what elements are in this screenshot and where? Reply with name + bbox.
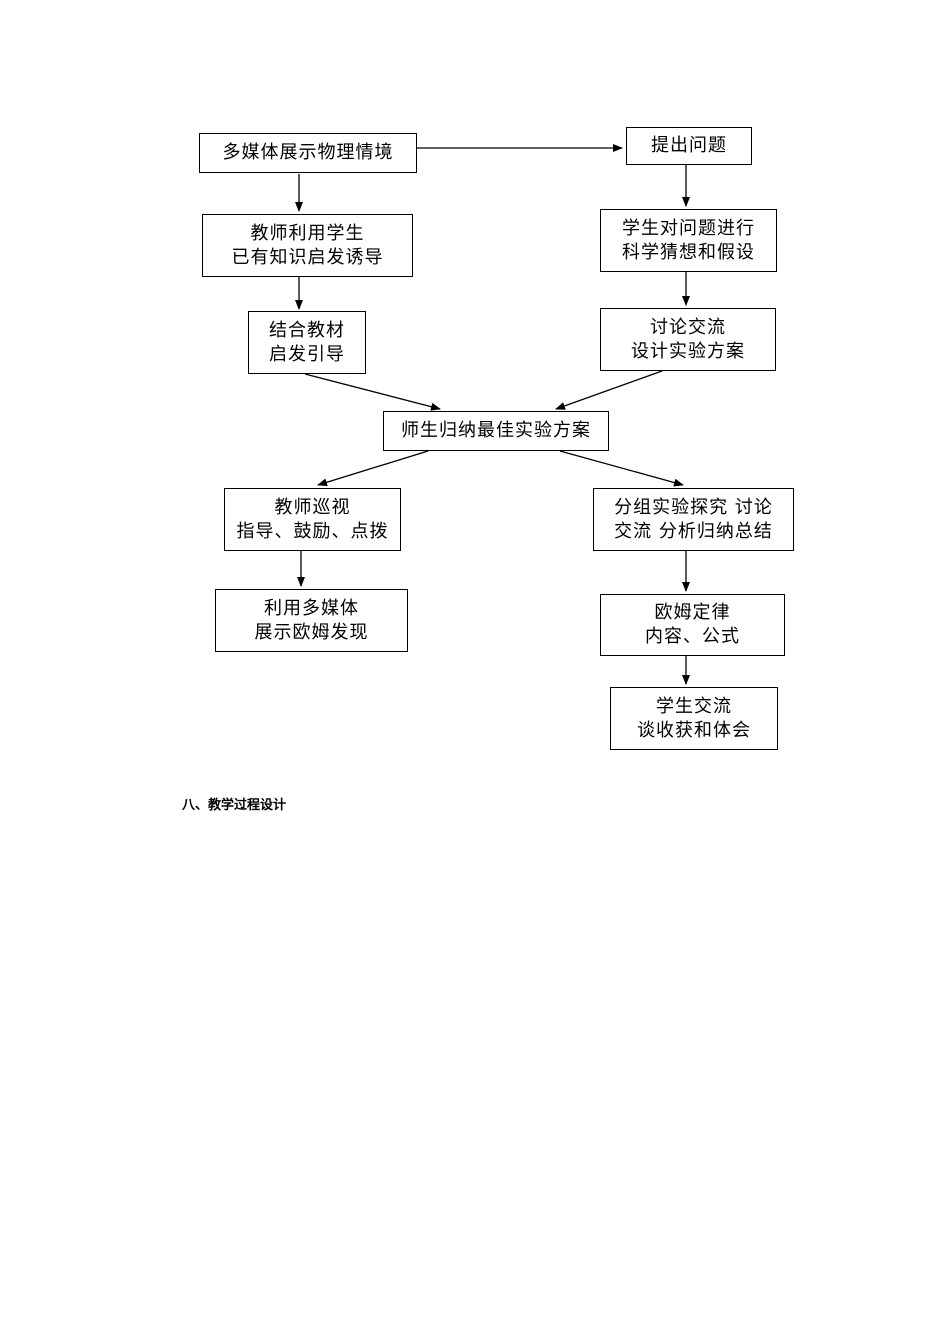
node-label-line: 多媒体展示物理情境 xyxy=(222,142,394,163)
node-label-line: 学生交流 xyxy=(656,695,732,717)
node-label-line: 学生对问题进行 xyxy=(622,217,755,239)
node-discuss-design: 讨论交流 设计实验方案 xyxy=(600,308,776,371)
node-label-line: 已有知识启发诱导 xyxy=(231,246,384,268)
node-label-line: 指导、鼓励、点拨 xyxy=(236,520,389,542)
node-textbook: 结合教材 启发引导 xyxy=(248,311,366,374)
node-label-line: 展示欧姆发现 xyxy=(254,621,369,643)
node-label-line: 分组实验探究 讨论 xyxy=(614,496,773,518)
node-question: 提出问题 xyxy=(626,127,752,165)
node-student-share: 学生交流 谈收获和体会 xyxy=(610,687,778,750)
node-label-line: 师生归纳最佳实验方案 xyxy=(401,420,591,441)
node-best-plan: 师生归纳最佳实验方案 xyxy=(383,411,609,451)
node-label-line: 教师巡视 xyxy=(274,496,351,518)
node-teacher-patrol: 教师巡视 指导、鼓励、点拨 xyxy=(224,488,401,551)
node-label-line: 启发引导 xyxy=(269,343,345,365)
arrow-best-plan-to-group-experiment xyxy=(559,450,684,487)
node-label-line: 内容、公式 xyxy=(645,626,740,647)
section-heading: 八、教学过程设计 xyxy=(182,798,287,813)
node-ohm-law: 欧姆定律 内容、公式 xyxy=(600,594,785,656)
arrow-best-plan-to-teacher-patrol xyxy=(317,450,429,487)
node-label-line: 提出问题 xyxy=(651,135,727,156)
node-label-line: 谈收获和体会 xyxy=(637,719,751,741)
node-label-line: 讨论交流 xyxy=(650,316,726,338)
node-label-line: 科学猜想和假设 xyxy=(622,241,755,263)
node-label-line: 利用多媒体 xyxy=(264,597,359,619)
node-label-line: 设计实验方案 xyxy=(631,340,745,362)
node-multimedia: 多媒体展示物理情境 xyxy=(199,133,417,173)
node-label-line: 欧姆定律 xyxy=(654,602,731,623)
node-teacher-guide: 教师利用学生 已有知识启发诱导 xyxy=(202,214,413,277)
node-label-line: 交流 分析归纳总结 xyxy=(614,520,773,542)
node-label-line: 结合教材 xyxy=(269,319,345,341)
node-label-line: 教师利用学生 xyxy=(250,222,365,244)
arrow-discuss-to-best-plan xyxy=(555,370,663,410)
node-group-experiment: 分组实验探究 讨论 交流 分析归纳总结 xyxy=(593,488,794,551)
arrow-textbook-to-best-plan xyxy=(304,373,441,411)
node-show-ohm: 利用多媒体 展示欧姆发现 xyxy=(215,589,408,652)
node-student-guess: 学生对问题进行 科学猜想和假设 xyxy=(600,209,777,272)
